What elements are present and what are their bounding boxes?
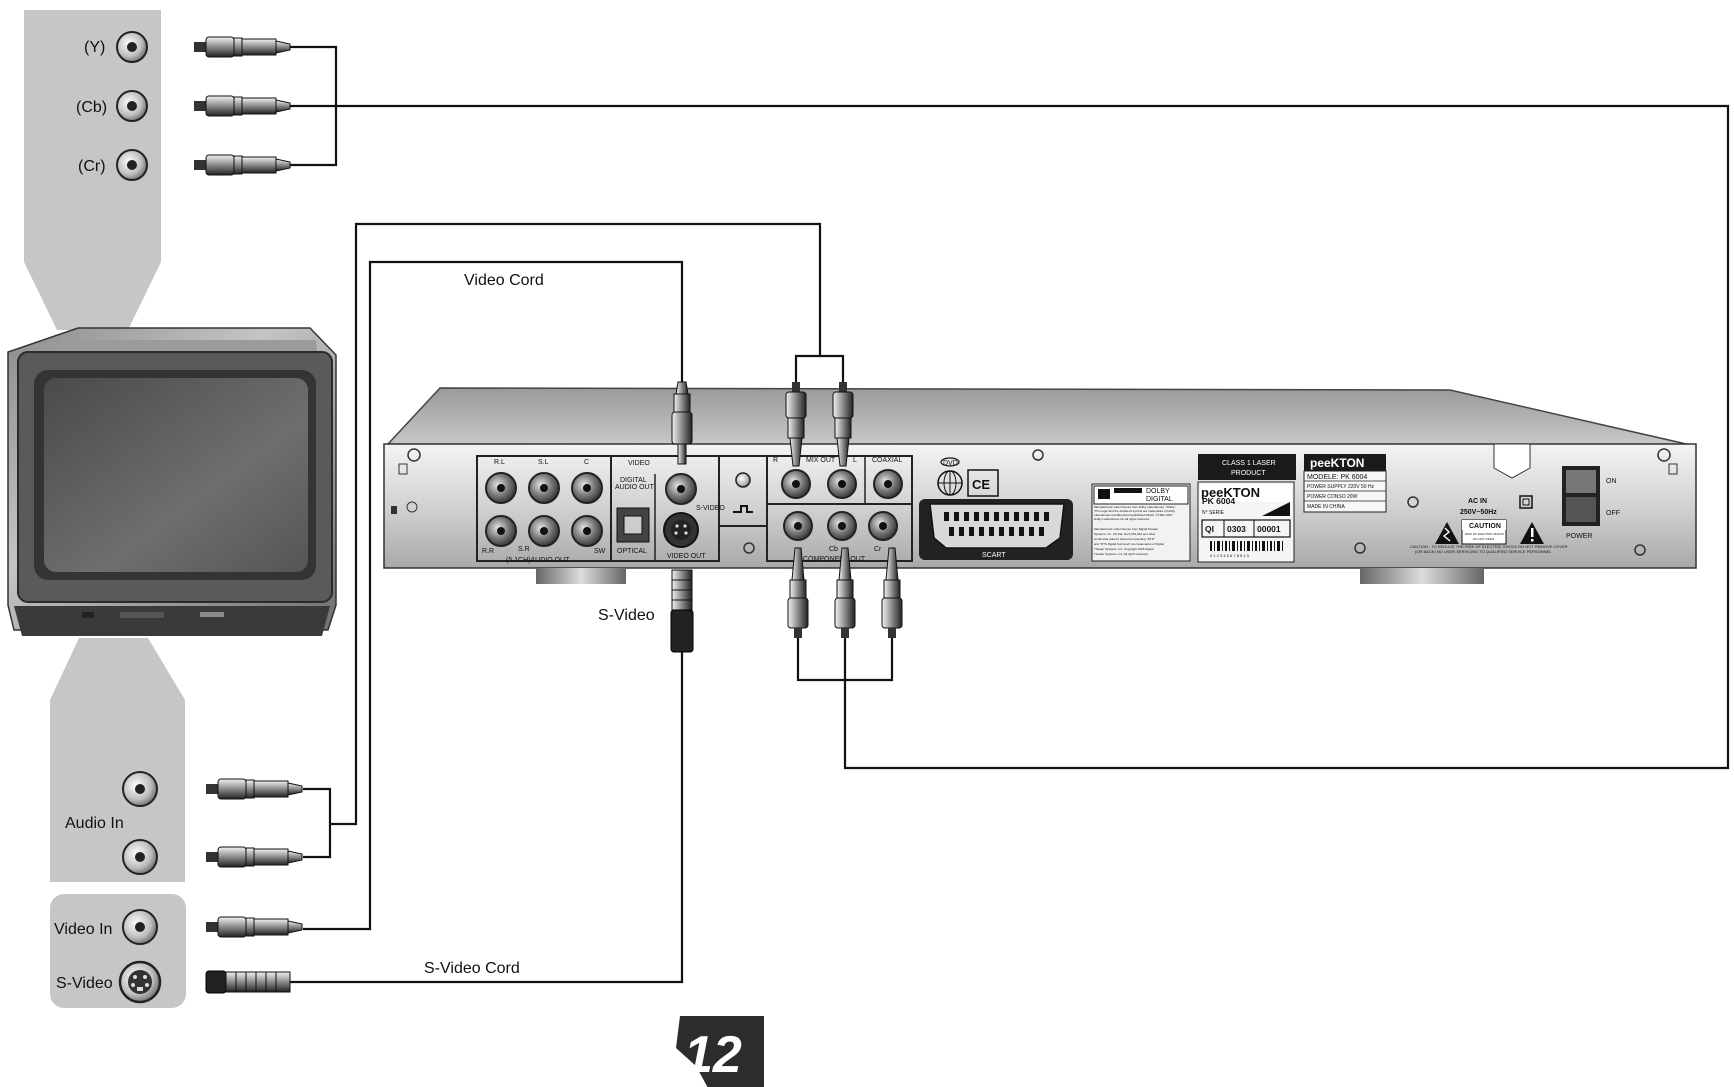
dts-notice-3: world-wide patents issued and pending."D…	[1094, 537, 1155, 541]
label-c: C	[584, 459, 589, 466]
caution-label: CAUTION	[1469, 523, 1501, 530]
ce-mark: CE	[972, 477, 990, 492]
tv-input-y-label: (Y)	[84, 39, 105, 56]
page-number-badge: 12	[676, 1016, 764, 1087]
serial-1: QI	[1205, 524, 1214, 534]
label-audio-out: (5.1CH)AUDIO OUT	[506, 557, 570, 564]
dolby-label-2: DIGITAL	[1146, 496, 1173, 503]
dolby-notice-4: Dolby Laboratories,Inc.All rights reserv…	[1094, 517, 1150, 521]
svideo-cord-label: S-Video Cord	[424, 960, 520, 977]
spec-line-1: MODELE: PK 6004	[1307, 474, 1367, 481]
player-side-plugs	[670, 381, 903, 653]
power-off-label: OFF	[1606, 510, 1620, 517]
tv-av-jacks	[118, 771, 162, 1004]
laser-label-1: CLASS 1 LASER	[1222, 460, 1276, 467]
dvd-player	[383, 387, 1697, 584]
label-video: VIDEO	[628, 460, 650, 467]
tv-svideo-label: S-Video	[56, 975, 113, 992]
tv-side-plugs	[194, 36, 303, 994]
barcode-digits: 0 1 2 3 4 5 6 7 8 9 1 0	[1210, 553, 1250, 558]
ac-spec-label: 250V~50Hz	[1460, 509, 1497, 516]
dolby-notice-3: Laboratories.Confidential Unpublished Wo…	[1094, 513, 1173, 517]
dolby-notice-2: "Pro Logic"and the double-D symbol are t…	[1094, 509, 1176, 513]
serial-3: 00001	[1257, 524, 1281, 534]
label-sr: S.R	[518, 546, 530, 553]
spec-line-2: POWER SUPPLY 220V 50 Hz	[1307, 484, 1375, 490]
tv-component-panel	[24, 10, 161, 330]
spec-line-4: MADE IN CHINA	[1307, 504, 1345, 510]
caution-sub-1: RISK OF ELECTRIC SHOCK	[1465, 532, 1504, 536]
label-coaxial: COAXIAL	[872, 457, 902, 464]
serie-label: N° SERIE	[1202, 510, 1225, 516]
caution-sub-2: DO NOT OPEN	[1473, 537, 1494, 541]
label-rl: R.L	[494, 459, 505, 466]
svideo-plug-label: S-Video	[598, 607, 655, 624]
power-on-label: ON	[1606, 478, 1617, 485]
caution-text-2: (OR BACK) NO USER-SERVICING TO QUALIFIED…	[1415, 549, 1552, 554]
cable-wires	[288, 45, 1730, 984]
label-sl: S.L	[538, 459, 549, 466]
brand-name: peeKTON	[1310, 456, 1364, 470]
dts-notice-1: Manufactured under license from Digital …	[1094, 527, 1158, 531]
caution-text-1: CAUTION : TO REDUCE THE RISK OF ELECTRIC…	[1410, 544, 1568, 549]
label-mix-out: MIX OUT	[806, 457, 836, 464]
tv-video-in-label: Video In	[54, 921, 112, 938]
label-cb: Cb	[829, 546, 838, 553]
label-digital: DIGITAL	[620, 477, 647, 484]
tv-audio-in-label: Audio In	[65, 815, 124, 832]
label-cr: Cr	[874, 546, 882, 553]
dts-notice-2: Systems, Inc. US Pat. No.5,451,942 and o…	[1094, 532, 1156, 536]
label-component-out: COMPONENT OUT	[803, 556, 866, 563]
model-brand: peeKTON	[1201, 485, 1260, 500]
dts-notice-4: and "DTS Digital Surround" are trademark…	[1094, 542, 1164, 546]
laser-label-2: PRODUCT	[1231, 470, 1266, 477]
label-scart: SCART	[982, 552, 1006, 559]
label-s-video: S-VIDEO	[696, 505, 725, 512]
dts-notice-6: Theater Systems, Inc. All rights reserve…	[1094, 552, 1149, 556]
tv-input-cb-label: (Cb)	[76, 99, 107, 116]
label-sw: SW	[594, 548, 606, 555]
ac-in-label: AC IN	[1468, 498, 1487, 505]
tv-audio-panel	[50, 638, 185, 882]
model-number: PK 6004	[1202, 496, 1235, 506]
label-optical: OPTICAL	[617, 548, 647, 555]
dts-notice-5: Theater Systems, Inc. Copyright 1996 Dig…	[1094, 547, 1154, 551]
tv-input-cr-label: (Cr)	[78, 158, 106, 175]
power-label: POWER	[1566, 533, 1592, 540]
spec-line-3: POWER CONSO 20W	[1307, 494, 1358, 500]
label-mix-l: L	[853, 457, 857, 464]
label-mix-r: R	[773, 457, 778, 464]
label-video-out: VIDEO OUT	[667, 553, 706, 560]
serial-2: 0303	[1227, 524, 1246, 534]
video-cord-label: Video Cord	[464, 272, 544, 289]
label-rr: R.R	[482, 548, 494, 555]
dolby-notice-1: Manufactured under license from Dolby La…	[1094, 505, 1176, 509]
dolby-label-1: DOLBY	[1146, 488, 1170, 495]
dvd-logo: DVD	[943, 460, 958, 467]
page-number: 12	[684, 1026, 742, 1084]
tv-component-jacks	[116, 31, 148, 181]
tv-set	[7, 327, 337, 636]
label-audio-out-digital: AUDIO OUT	[615, 484, 655, 491]
player-panel-text: R.L S.L C R.R S.R SW (5.1CH)AUDIO OUT VI…	[482, 456, 1620, 564]
